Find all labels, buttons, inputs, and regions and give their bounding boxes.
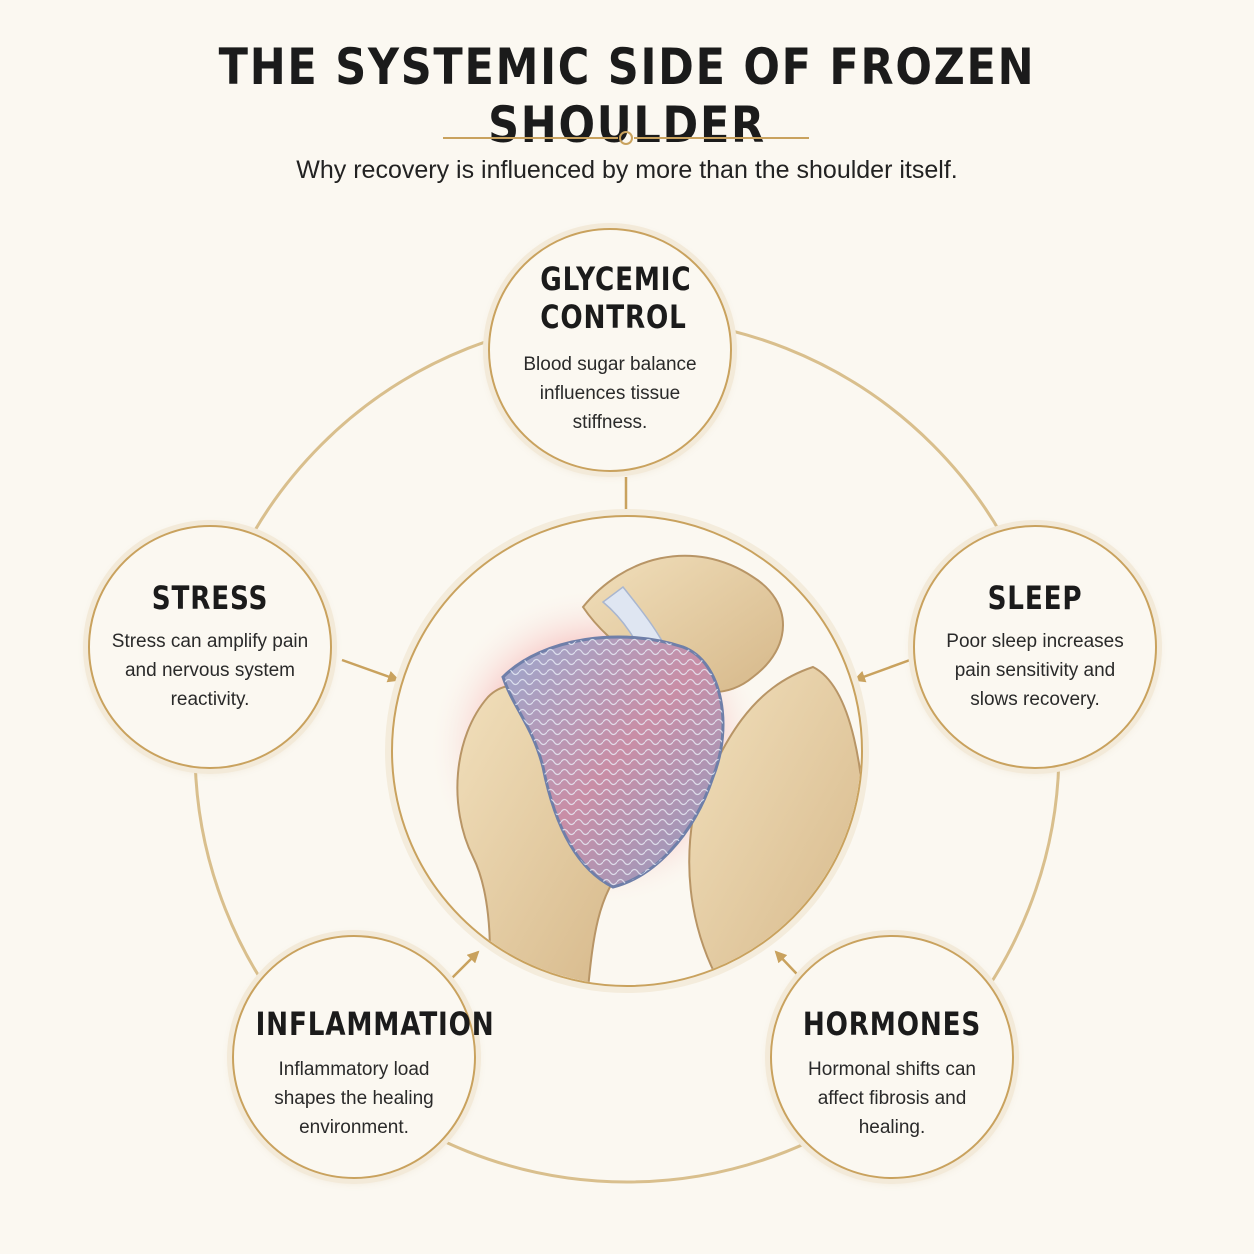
factor-title: INFLAMMATION — [255, 1005, 495, 1043]
scapula — [688, 665, 861, 985]
factor-hormones: HORMONES Hormonal shifts can affect fibr… — [770, 935, 1014, 1179]
factor-description: Poor sleep increases pain sensitivity an… — [946, 631, 1124, 710]
factor-title: STRESS — [151, 579, 269, 617]
factor-description: Stress can amplify pain and nervous syst… — [111, 631, 309, 710]
title-divider — [443, 131, 809, 145]
factor-title: HORMONES — [802, 1005, 982, 1043]
factor-title: SLEEP — [987, 579, 1083, 617]
factor-description: Inflammatory load shapes the healing env… — [274, 1059, 434, 1138]
factor-sleep: SLEEP Poor sleep increases pain sensitiv… — [913, 525, 1157, 769]
shoulder-illustration-frame — [391, 515, 863, 987]
arrow-sleep — [853, 658, 911, 683]
page-subtitle: Why recovery is influenced by more than … — [296, 156, 958, 184]
page-title: THE SYSTEMIC SIDE OF FROZEN SHOULDER — [218, 38, 1036, 154]
factor-stress: STRESS Stress can amplify pain and nervo… — [88, 525, 332, 769]
factor-inflammation: INFLAMMATION Inflammatory load shapes th… — [232, 935, 495, 1179]
arrow-stress — [341, 658, 400, 683]
factor-description: Hormonal shifts can affect fibrosis and … — [808, 1059, 976, 1138]
factor-glycemic-control: GLYCEMIC CONTROL Blood sugar balance inf… — [488, 228, 732, 472]
factor-description: Blood sugar balance influences tissue st… — [523, 354, 697, 433]
factor-title: GLYCEMIC CONTROL — [540, 260, 692, 336]
shoulder-joint-illustration — [428, 554, 861, 985]
